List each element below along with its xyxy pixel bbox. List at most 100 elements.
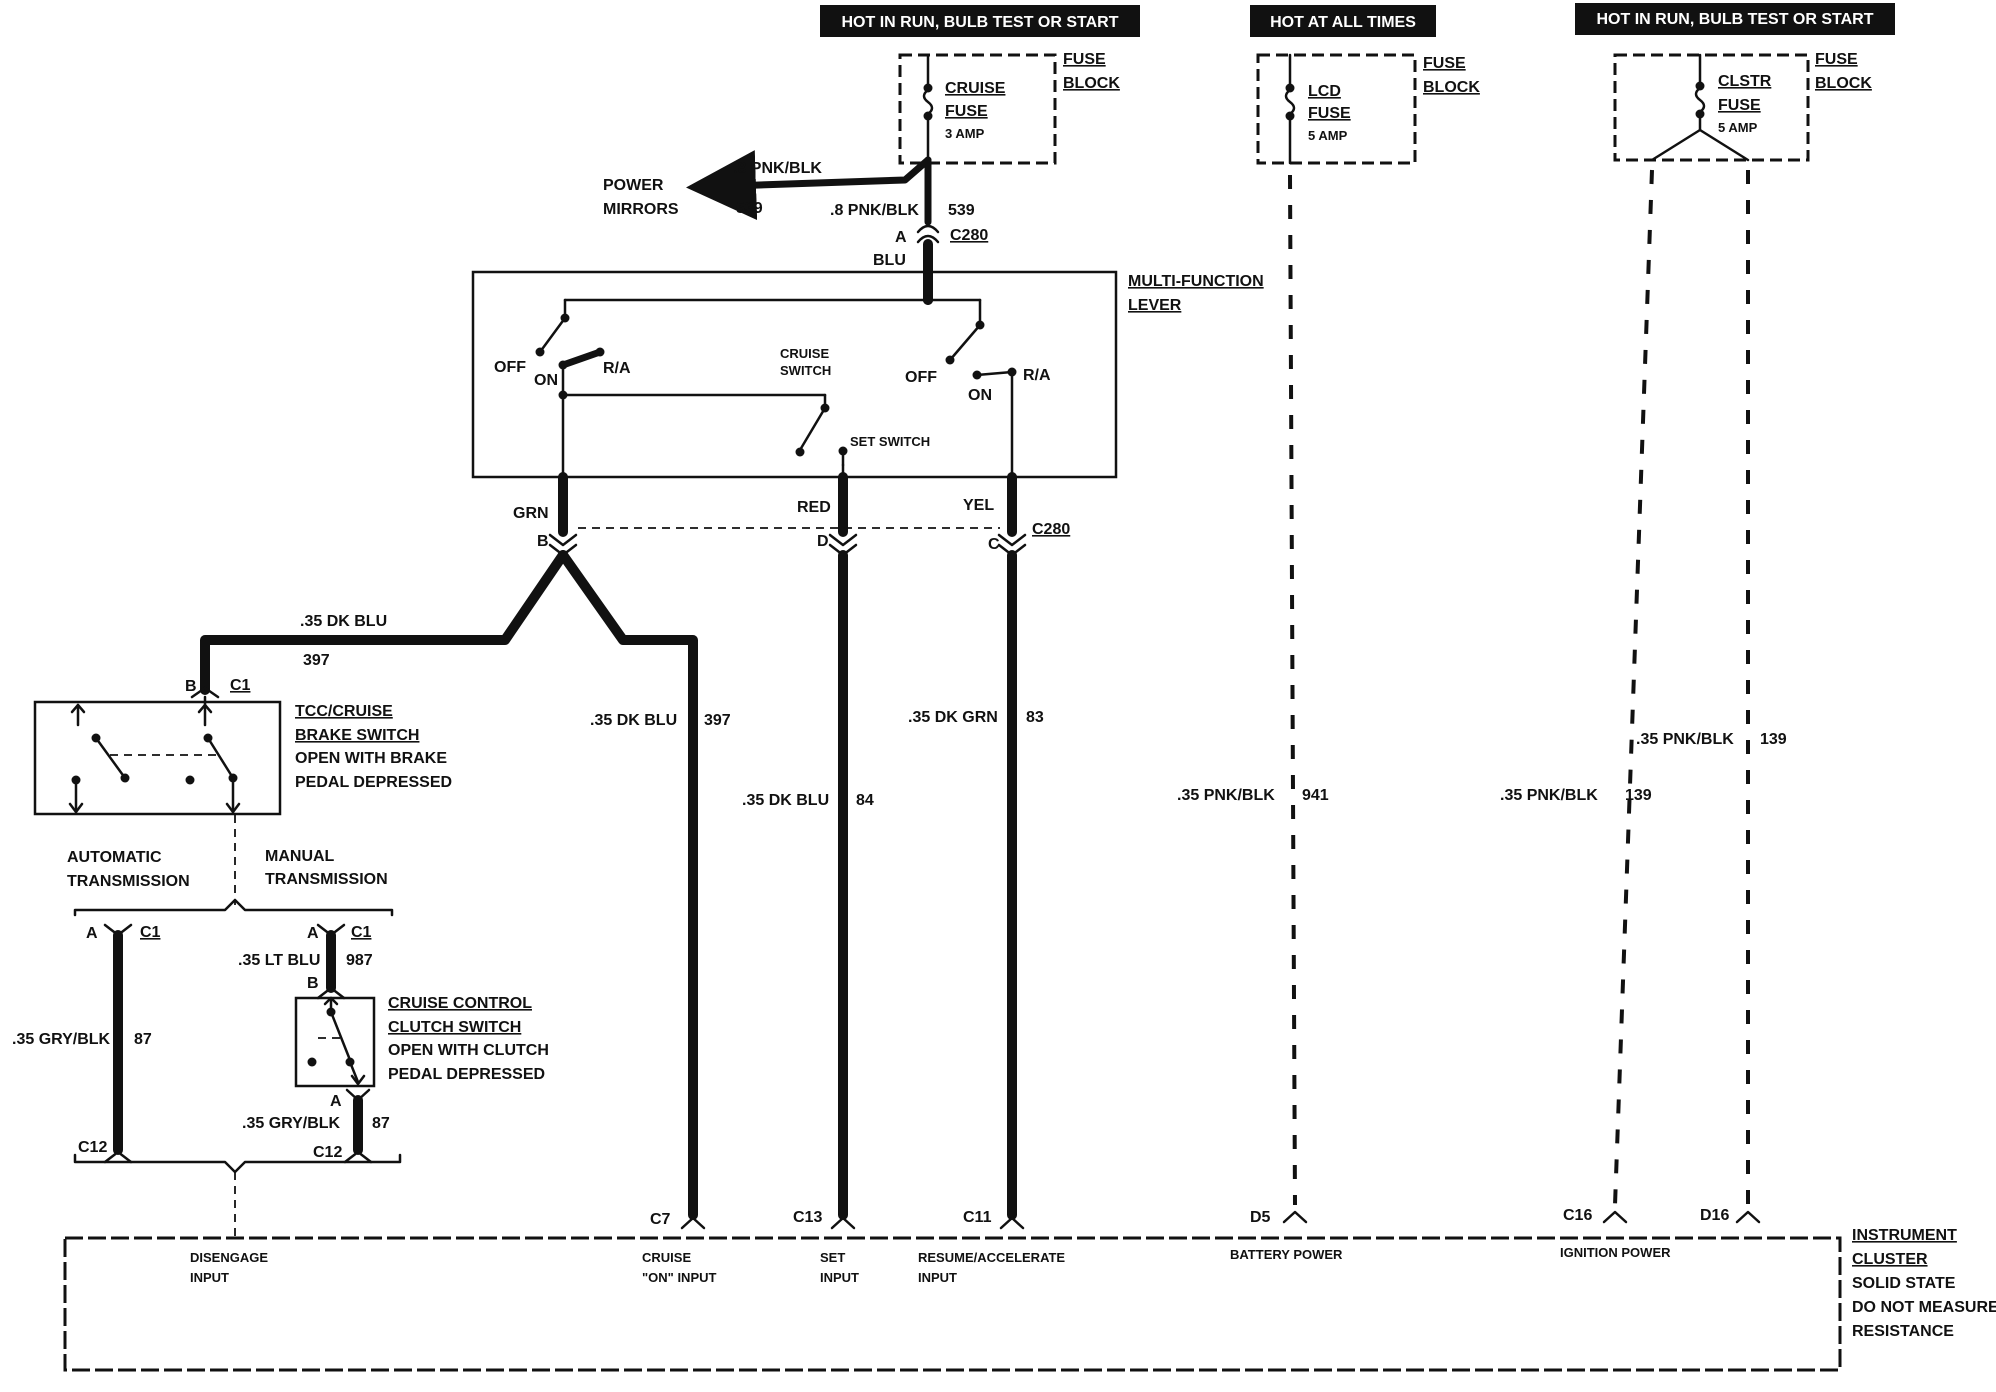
svg-text:TRANSMISSION: TRANSMISSION: [265, 871, 388, 888]
svg-text:397: 397: [704, 712, 731, 729]
svg-text:CRUISE: CRUISE: [780, 346, 829, 361]
svg-text:C12: C12: [313, 1144, 342, 1161]
svg-text:539: 539: [736, 200, 763, 217]
svg-text:SOLID STATE: SOLID STATE: [1852, 1275, 1956, 1292]
svg-text:RESUME/ACCELERATE: RESUME/ACCELERATE: [918, 1250, 1065, 1265]
svg-text:84: 84: [856, 792, 874, 809]
svg-text:FUSE: FUSE: [1063, 51, 1106, 68]
svg-text:LEVER: LEVER: [1128, 297, 1182, 314]
svg-text:.8 PNK/BLK: .8 PNK/BLK: [733, 160, 822, 177]
svg-text:C: C: [988, 536, 1000, 553]
svg-text:OFF: OFF: [494, 359, 526, 376]
c280-top-connector: A C280 BLU: [873, 224, 988, 305]
svg-text:B: B: [185, 678, 197, 695]
svg-text:FUSE: FUSE: [1423, 55, 1466, 72]
svg-text:D: D: [817, 533, 829, 550]
svg-text:D5: D5: [1250, 1209, 1271, 1226]
svg-text:BRAKE SWITCH: BRAKE SWITCH: [295, 727, 419, 744]
svg-text:D16: D16: [1700, 1207, 1729, 1224]
svg-text:C1: C1: [140, 924, 161, 941]
svg-text:ON: ON: [968, 387, 992, 404]
svg-text:.35 DK BLU: .35 DK BLU: [742, 792, 829, 809]
svg-text:RESISTANCE: RESISTANCE: [1852, 1323, 1954, 1340]
svg-text:941: 941: [1302, 787, 1329, 804]
svg-text:.8 PNK/BLK: .8 PNK/BLK: [830, 202, 919, 219]
cruise-fuse-block: CRUISE FUSE 3 AMP FUSE BLOCK: [898, 51, 1120, 165]
svg-text:.35 DK GRN: .35 DK GRN: [908, 709, 998, 726]
svg-text:AUTOMATIC: AUTOMATIC: [67, 849, 162, 866]
svg-text:FUSE: FUSE: [1718, 97, 1761, 114]
svg-text:FUSE: FUSE: [1815, 51, 1858, 68]
svg-text:OFF: OFF: [905, 369, 937, 386]
svg-text:C1: C1: [230, 677, 251, 694]
svg-text:139: 139: [1760, 731, 1787, 748]
svg-text:C280: C280: [950, 227, 988, 244]
svg-text:.35 LT BLU: .35 LT BLU: [238, 952, 320, 969]
brake-switch-label: TCC/CRUISE: [295, 703, 393, 720]
svg-text:C12: C12: [78, 1139, 107, 1156]
svg-text:OPEN WITH BRAKE: OPEN WITH BRAKE: [295, 750, 447, 767]
clutch-switch-label: CRUISE CONTROL: [388, 995, 532, 1012]
svg-text:INPUT: INPUT: [190, 1270, 229, 1285]
svg-text:C7: C7: [650, 1211, 671, 1228]
svg-text:R/A: R/A: [603, 360, 631, 377]
svg-text:SET SWITCH: SET SWITCH: [850, 434, 930, 449]
svg-text:IGNITION POWER: IGNITION POWER: [1560, 1245, 1671, 1260]
instrument-cluster-label: INSTRUMENT: [1852, 1227, 1957, 1244]
svg-text:R/A: R/A: [1023, 367, 1051, 384]
svg-text:CRUISE: CRUISE: [642, 1250, 691, 1265]
clstr-fuse-rating: 5 AMP: [1718, 120, 1758, 135]
svg-text:.35 PNK/BLK: .35 PNK/BLK: [1177, 787, 1275, 804]
svg-text:INPUT: INPUT: [918, 1270, 957, 1285]
svg-text:BLOCK: BLOCK: [1423, 79, 1480, 96]
svg-text:YEL: YEL: [963, 497, 994, 514]
wire-83: .35 DK GRN 83: [908, 550, 1044, 1220]
power-banner-lcd: HOT AT ALL TIMES: [1250, 5, 1436, 37]
svg-text:B: B: [537, 533, 549, 550]
svg-text:.35 PNK/BLK: .35 PNK/BLK: [1636, 731, 1734, 748]
svg-text:SWITCH: SWITCH: [780, 363, 831, 378]
svg-text:.35 DK BLU: .35 DK BLU: [300, 613, 387, 630]
power-mirrors-branch: POWER MIRRORS .8 PNK/BLK 539 .8 PNK/BLK …: [603, 150, 975, 226]
svg-text:C1: C1: [351, 924, 372, 941]
svg-text:HOT IN RUN, BULB TEST OR START: HOT IN RUN, BULB TEST OR START: [1596, 11, 1873, 28]
svg-text:C11: C11: [963, 1209, 992, 1226]
cruise-fuse-label: CRUISE: [945, 80, 1006, 97]
svg-text:.35 PNK/BLK: .35 PNK/BLK: [1500, 787, 1598, 804]
svg-text:A: A: [895, 229, 907, 246]
svg-text:539: 539: [948, 202, 975, 219]
svg-text:HOT AT ALL TIMES: HOT AT ALL TIMES: [1270, 14, 1416, 31]
svg-text:HOT IN RUN, BULB TEST OR START: HOT IN RUN, BULB TEST OR START: [841, 14, 1118, 31]
wire-84: .35 DK BLU 84: [742, 550, 874, 1220]
svg-text:A: A: [330, 1093, 342, 1110]
svg-text:BLOCK: BLOCK: [1063, 75, 1120, 92]
svg-text:CLUTCH SWITCH: CLUTCH SWITCH: [388, 1019, 521, 1036]
svg-text:FUSE: FUSE: [1308, 105, 1351, 122]
wire-941: .35 PNK/BLK 941: [1177, 174, 1329, 1206]
svg-text:.35 GRY/BLK: .35 GRY/BLK: [12, 1031, 111, 1048]
svg-text:PEDAL DEPRESSED: PEDAL DEPRESSED: [388, 1066, 545, 1083]
svg-text:87: 87: [372, 1115, 390, 1132]
instrument-cluster: C7 C13 C11 D5 C16 D16 DISENGAGE INPUT CR…: [63, 1207, 1996, 1372]
svg-text:FUSE: FUSE: [945, 103, 988, 120]
svg-text:987: 987: [346, 952, 373, 969]
svg-text:DISENGAGE: DISENGAGE: [190, 1250, 268, 1265]
transmission-split: AUTOMATIC TRANSMISSION MANUAL TRANSMISSI…: [12, 815, 394, 1164]
svg-text:"ON" INPUT: "ON" INPUT: [642, 1270, 716, 1285]
clstr-fuse-block: CLSTR FUSE 5 AMP FUSE BLOCK: [1613, 51, 1872, 162]
svg-text:A: A: [86, 925, 98, 942]
cruise-fuse-rating: 3 AMP: [945, 126, 985, 141]
cruise-control-clutch-switch: CRUISE CONTROL CLUTCH SWITCH OPEN WITH C…: [73, 995, 549, 1238]
svg-text:C13: C13: [793, 1209, 822, 1226]
lever-output-wires: GRN RED YEL B D C C280: [513, 472, 1070, 557]
svg-text:DO NOT MEASURE: DO NOT MEASURE: [1852, 1299, 1996, 1316]
svg-text:87: 87: [134, 1031, 152, 1048]
svg-text:PEDAL DEPRESSED: PEDAL DEPRESSED: [295, 774, 452, 791]
svg-text:A: A: [307, 925, 319, 942]
multi-function-lever: MULTI-FUNCTION LEVER OFF ON R/A CRUISE S…: [471, 270, 1264, 479]
svg-text:BLU: BLU: [873, 252, 906, 269]
svg-text:OPEN WITH CLUTCH: OPEN WITH CLUTCH: [388, 1042, 549, 1059]
svg-text:CLUSTER: CLUSTER: [1852, 1251, 1928, 1268]
svg-text:83: 83: [1026, 709, 1044, 726]
